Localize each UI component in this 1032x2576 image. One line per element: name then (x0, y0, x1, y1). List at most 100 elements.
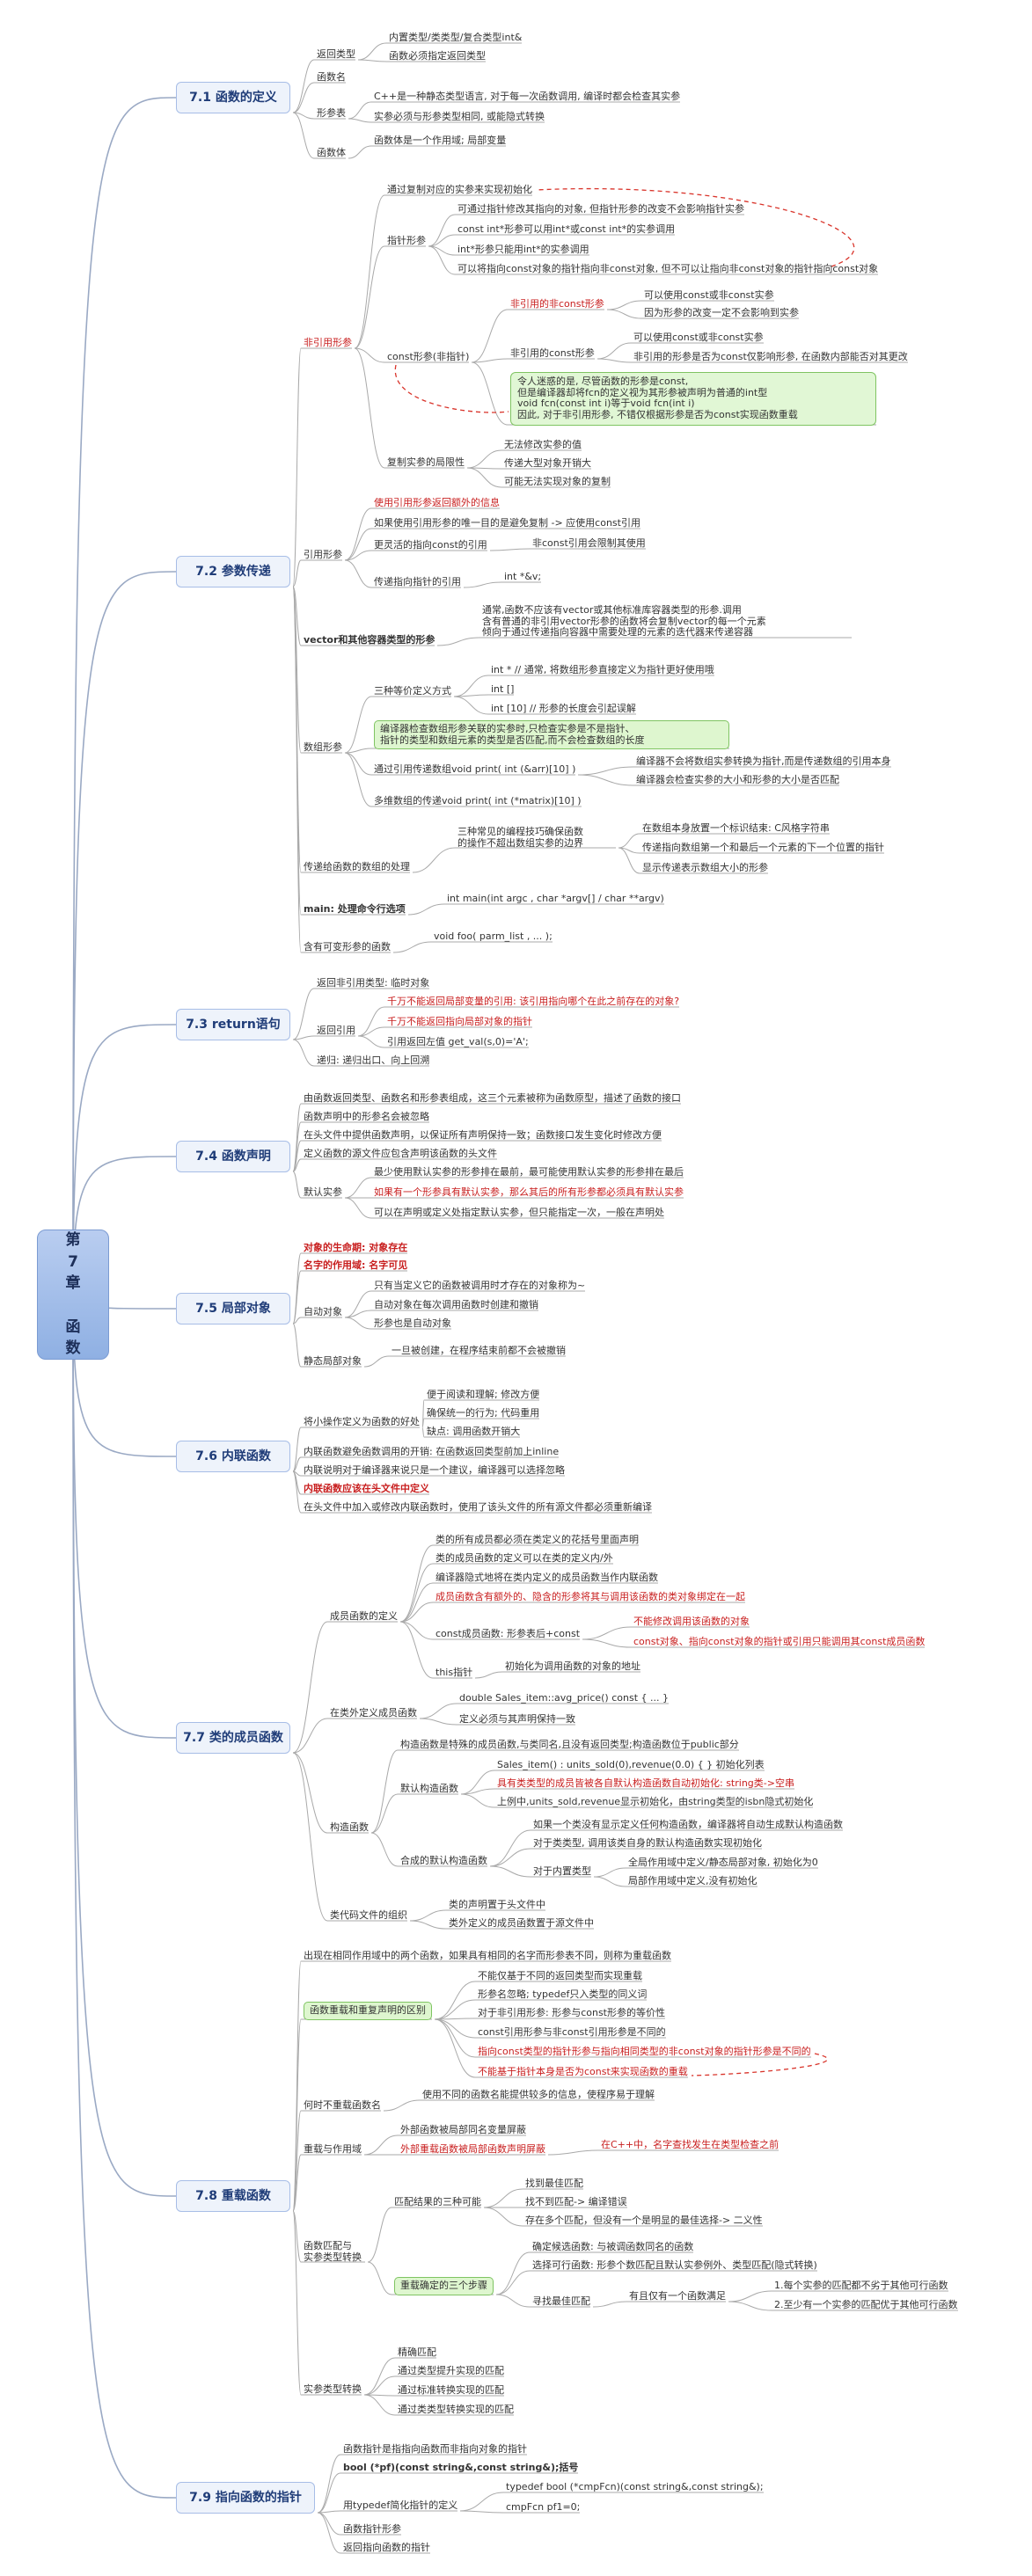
branch-line (409, 1920, 594, 1930)
topic-node-s1c1: C++是一种静态类型语言, 对于每一次函数调用, 编译时都会检查其实参 (374, 91, 681, 102)
branch-line (593, 1867, 818, 1878)
branch-line (292, 2018, 432, 2212)
branch-line (292, 59, 355, 113)
section-node-s8: 7.8 重载函数 (176, 2180, 290, 2212)
topic-node-s7c1: 构造函数是特殊的成员函数,与类同名,且没有返回类型;构造函数位于public部分 (400, 1739, 739, 1750)
branch-line (436, 637, 852, 646)
topic-node-s7a3: 编译器隐式地将在类内定义的成员函数当作内联函数 (435, 1572, 658, 1583)
branch-line (399, 1544, 639, 1623)
topic-node-s7b1: double Sales_item::avg_price() const { .… (459, 1692, 669, 1704)
branch-line (489, 1865, 591, 1878)
topic-node-s3b: 返回引用 (317, 1025, 355, 1036)
topic-node-s4e: 默认实参 (304, 1186, 342, 1198)
topic-node-s2a3a2: 因为形参的改变一定不会影响到实参 (644, 307, 799, 318)
topic-node-s7c2c: 上例中,units_sold,revenue显示初始化，由string类型的is… (497, 1796, 814, 1807)
branch-line (292, 559, 342, 587)
branch-line (292, 1140, 662, 1172)
topic-node-s8c: 何时不重载函数名 (304, 2099, 381, 2111)
branch-line (421, 1427, 520, 1438)
branch-line (348, 145, 506, 159)
topic-node-s6c: 内联说明对于编译器来说只是一个建议，编译器可以选择忽略 (304, 1464, 565, 1476)
topic-node-s8b2: 形参名忽略; typedef只入类型的同义词 (478, 1989, 648, 2000)
section-node-s9: 7.9 指向函数的指针 (176, 2482, 315, 2514)
branch-line (489, 1848, 762, 1867)
topic-node-s1d: 函数体 (317, 147, 346, 158)
section-node-s6: 7.6 内联函数 (176, 1441, 290, 1472)
branch-line (407, 903, 664, 916)
branch-line (317, 2472, 578, 2514)
topic-node-s9b: bool (*pf)(const string&,const string&);… (343, 2462, 579, 2473)
branch-line (292, 1752, 407, 1922)
topic-node-s2a1: 通过复制对应的实参来实现初始化 (387, 184, 532, 195)
branch-line (606, 309, 799, 319)
root-branch-line (72, 1294, 177, 2499)
topic-node-s4e1: 最少使用默认实参的形参排在最前，最可能使用默认实参的形参排在最后 (374, 1166, 684, 1178)
branch-line (428, 245, 589, 256)
topic-node-s2a3a: 非引用的非const形参 (510, 298, 604, 310)
topic-node-s8b5: 指向const类型的指针形参与指向相同类型的非const对象的指针形参是不同的 (478, 2046, 811, 2057)
topic-node-s2f: main: 处理命令行选项 (304, 903, 406, 915)
topic-node-s5c1: 只有当定义它的函数被调用时才存在的对象称为~ (374, 1280, 586, 1291)
branch-line (474, 1671, 640, 1679)
branch-line (363, 1355, 566, 1368)
branch-line (489, 548, 646, 551)
branch-line (344, 507, 500, 561)
branch-line (357, 59, 486, 62)
topic-node-s2a4c: 可能无法实现对象的复制 (504, 476, 611, 487)
branch-line (317, 2512, 430, 2554)
topic-node-s2a2d: 可以将指向const对象的指针指向非const对象, 但不可以让指向非const… (457, 263, 879, 274)
branch-line (357, 42, 522, 61)
topic-node-s8e2c: 寻找最佳匹配 (532, 2295, 590, 2307)
topic-node-s7b2: 定义必须与其声明保持一致 (459, 1713, 575, 1725)
branch-line (460, 1788, 794, 1795)
topic-node-s2a2a: 可通过指针修改其指向的对象, 但指针形参的改变不会影响指针实参 (457, 203, 744, 215)
topic-node-s8f1: 精确匹配 (398, 2346, 436, 2358)
topic-node-s8e1: 匹配结果的三种可能 (394, 2196, 481, 2207)
topic-node-s1a2: 函数必须指定返回类型 (389, 50, 486, 62)
topic-node-s2d2: 编译器检查数组形参关联的实参时,只检查实参是不是指针、指针的类型和数组元素的类型… (374, 720, 729, 750)
topic-node-s2b4: 传递指向指针的引用 (374, 576, 461, 587)
topic-node-s1c: 形参表 (317, 107, 346, 119)
topic-node-s4a: 由函数返回类型、函数名和形参表组成，这三个元素被称为函数原型，描述了函数的接口 (304, 1092, 681, 1104)
branch-line (292, 1039, 429, 1067)
branch-line (399, 1621, 472, 1679)
branch-line (728, 2301, 958, 2311)
branch-line (419, 1718, 575, 1726)
root-branch-line (72, 1294, 177, 1739)
topic-node-s7a6: this指针 (435, 1667, 473, 1678)
branch-line (597, 342, 764, 360)
branch-line (471, 309, 604, 363)
topic-node-s7c3a: 如果一个类没有显示定义任何构造函数，编译器将自动生成默认构造函数 (533, 1819, 843, 1830)
branch-line (495, 2270, 817, 2295)
topic-node-s2c1: 通常,函数不应该有vector或其他标准库容器类型的形参.调用含有普通的非引用v… (482, 604, 766, 639)
branch-line (399, 1582, 658, 1623)
topic-node-s7a5b: const对象、指向const对象的指针或引用只能调用其const成员函数 (633, 1636, 926, 1647)
branch-line (618, 847, 768, 874)
branch-line (344, 528, 640, 561)
branch-line (344, 1310, 538, 1318)
topic-node-s7c2: 默认构造函数 (400, 1783, 458, 1794)
branch-line (459, 2510, 580, 2514)
branch-line (292, 1456, 559, 1472)
branch-line (460, 1770, 765, 1795)
branch-line (466, 449, 582, 469)
branch-line (419, 1703, 669, 1719)
topic-node-s2b3a: 非const引用会限制其使用 (532, 537, 646, 549)
topic-node-s8f2: 通过类型提升实现的匹配 (398, 2365, 504, 2376)
topic-node-s2d1: 三种等价定义方式 (374, 685, 451, 697)
topic-node-s3a: 返回非引用类型: 临时对象 (317, 977, 430, 989)
branch-line (357, 1026, 532, 1037)
branch-line (348, 118, 545, 123)
branch-line (466, 467, 611, 488)
topic-node-s7c2b: 具有类类型的成员皆被各自默认构造函数自动初始化: string类->空串 (497, 1777, 794, 1789)
branch-line (292, 1317, 342, 1324)
topic-node-s7d2: 类外定义的成员函数置于源文件中 (449, 1917, 594, 1929)
branch-line (292, 586, 342, 754)
section-node-s2: 7.2 参数传递 (176, 556, 290, 587)
branch-line (409, 1909, 545, 1922)
branch-line (344, 1290, 585, 1318)
topic-node-s2e1c: 显示传递表示数组大小的形参 (642, 862, 768, 873)
topic-node-s8e1b: 找不到匹配-> 编译错误 (525, 2196, 627, 2207)
